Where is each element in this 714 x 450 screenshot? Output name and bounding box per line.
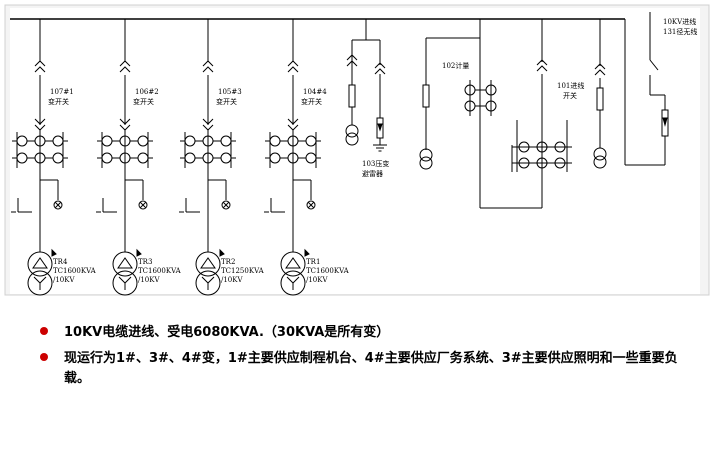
arrester-label: 103压变 [362, 159, 389, 168]
bullet-list: 10KV电缆进线、受电6080KVA.（30KVA是所有变） 现运行为1#、3#… [40, 323, 690, 395]
bullet-text: 10KV电缆进线、受电6080KVA.（30KVA是所有变） [64, 325, 390, 340]
transformer-label: TC1600KVA [306, 267, 350, 275]
feeder-switch-label: 变开关 [216, 97, 237, 106]
bullet-dot-icon [40, 327, 48, 335]
feeder-switch-label: 变开关 [48, 97, 69, 106]
metering-bay [419, 19, 542, 209]
bullet-dot-icon [40, 353, 48, 361]
incoming-switch-label-2: 开关 [563, 91, 577, 100]
pt-arrester-bay [345, 19, 387, 152]
transformer-label: TR2 [221, 258, 235, 266]
transformer-label: TC1600KVA [53, 267, 97, 275]
feeder-3 [179, 19, 236, 296]
feeder-1 [11, 19, 68, 296]
feeder-switch-label: 104#4 [303, 88, 327, 96]
transformer-label: TR1 [306, 258, 320, 266]
incoming-line-label: 10KV进线 [663, 17, 696, 26]
feeder-switch-label: 106#2 [135, 88, 159, 96]
transformer-label: /10KV [53, 276, 75, 284]
transformer-label: /10KV [221, 276, 243, 284]
incoming-line-label-2: 131径无线 [663, 27, 697, 36]
transformer-label: TC1250KVA [221, 267, 265, 275]
diagram-area [10, 8, 700, 294]
transformer-label: /10KV [306, 276, 328, 284]
transformer-label: TR3 [138, 258, 152, 266]
feeder-2 [96, 19, 153, 296]
transformer-label: TR4 [53, 258, 68, 266]
feeder-group: 107#1变开关TR4TC1600KVA/10KV106#2变开关TR3TC16… [11, 19, 350, 296]
feeder-switch-label: 变开关 [301, 97, 322, 106]
bullet-text: 现运行为1#、3#、4#变，1#主要供应制程机台、4#主要供应厂务系统、3#主要… [64, 351, 678, 386]
transformer-label: /10KV [138, 276, 160, 284]
arrester-label-2: 避雷器 [362, 169, 383, 178]
metering-label: 102计量 [442, 61, 469, 70]
feeder-switch-label: 变开关 [133, 97, 154, 106]
incoming-switch-bay [511, 19, 607, 208]
incoming-switch-label: 101进线 [557, 81, 584, 90]
bullet-item: 现运行为1#、3#、4#变，1#主要供应制程机台、4#主要供应厂务系统、3#主要… [40, 349, 690, 389]
bullet-item: 10KV电缆进线、受电6080KVA.（30KVA是所有变） [40, 323, 690, 343]
transformer-label: TC1600KVA [138, 267, 182, 275]
feeder-switch-label: 107#1 [50, 88, 74, 96]
incoming-line [624, 12, 669, 166]
feeder-switch-label: 105#3 [218, 88, 242, 96]
feeder-4 [264, 19, 321, 296]
single-line-diagram: 107#1变开关TR4TC1600KVA/10KV106#2变开关TR3TC16… [4, 4, 710, 296]
